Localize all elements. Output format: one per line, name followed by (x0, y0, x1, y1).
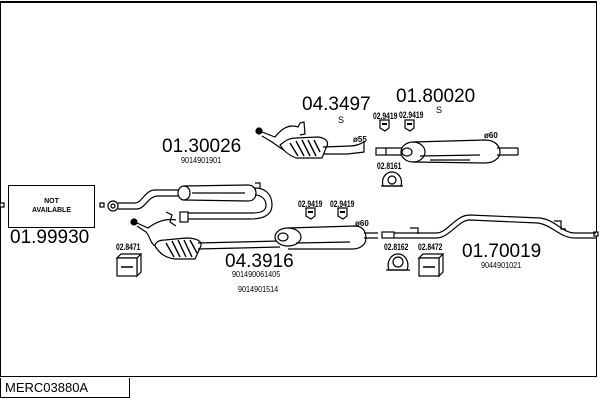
part-number-front-pipe-upper[interactable]: 04.3497 (302, 94, 371, 115)
clamp-icons (381, 171, 410, 271)
not-available-line1: NOT (44, 197, 59, 205)
part-number-not-available[interactable]: 01.99930 (10, 227, 90, 248)
part-number-middle-silencer[interactable]: 01.30026 (162, 136, 242, 157)
front-assembly-drawing (130, 211, 378, 260)
rear-silencer-upper-drawing (375, 139, 519, 164)
kit-box-icons (115, 253, 445, 278)
part-number-front-assembly[interactable]: 04.3916 (225, 251, 294, 272)
connector-marker-na-right (99, 202, 105, 208)
accessory-number-kit-box-left[interactable]: 02.8471 (116, 242, 141, 252)
oe-number-front-assembly-1: 901490061405 (232, 269, 281, 279)
not-available-line2: AVAILABLE (31, 206, 72, 214)
accessory-number-rubber-mount-1[interactable]: 02.9419 (373, 111, 398, 121)
part-number-tail-pipe[interactable]: 01.70019 (462, 241, 542, 262)
accessory-number-rubber-mount-3[interactable]: 02.9419 (298, 199, 323, 209)
part-number-rear-silencer-upper[interactable]: 01.80020 (396, 86, 476, 107)
accessory-number-clamp-upper[interactable]: 02.8161 (377, 161, 402, 171)
accessory-number-rubber-mount-2[interactable]: 02.9419 (399, 110, 424, 120)
reference-code-box: MERC03880A (0, 378, 130, 398)
diameter-rear-silencer-upper: ø60 (484, 131, 498, 140)
accessory-number-kit-box-right[interactable]: 02.8472 (418, 242, 443, 252)
middle-silencer-drawing (107, 182, 273, 220)
reference-code: MERC03880A (5, 380, 89, 395)
diameter-front-assembly: ø60 (355, 219, 369, 228)
rubber-mount-icons (305, 119, 415, 220)
front-pipe-upper-drawing (255, 121, 365, 159)
oe-number-tail-pipe: 9044901021 (481, 260, 522, 270)
tail-pipe-drawing (381, 214, 596, 239)
diameter-front-pipe-upper: ø55 (353, 135, 367, 144)
accessory-number-rubber-mount-4[interactable]: 02.9419 (330, 199, 355, 209)
oe-number-middle-silencer: 9014901901 (181, 155, 222, 165)
accessory-number-clamp-lower[interactable]: 02.8162 (384, 242, 409, 252)
connector-marker-right (593, 231, 599, 237)
connector-marker-left (0, 202, 5, 208)
diagram-frame (0, 1, 597, 377)
not-available-box: NOT AVAILABLE (8, 185, 95, 228)
oe-number-front-assembly-2: 9014901514 (238, 284, 279, 294)
part-mark-front-pipe-upper: S (338, 115, 345, 125)
part-mark-rear-silencer-upper: S (436, 105, 443, 115)
